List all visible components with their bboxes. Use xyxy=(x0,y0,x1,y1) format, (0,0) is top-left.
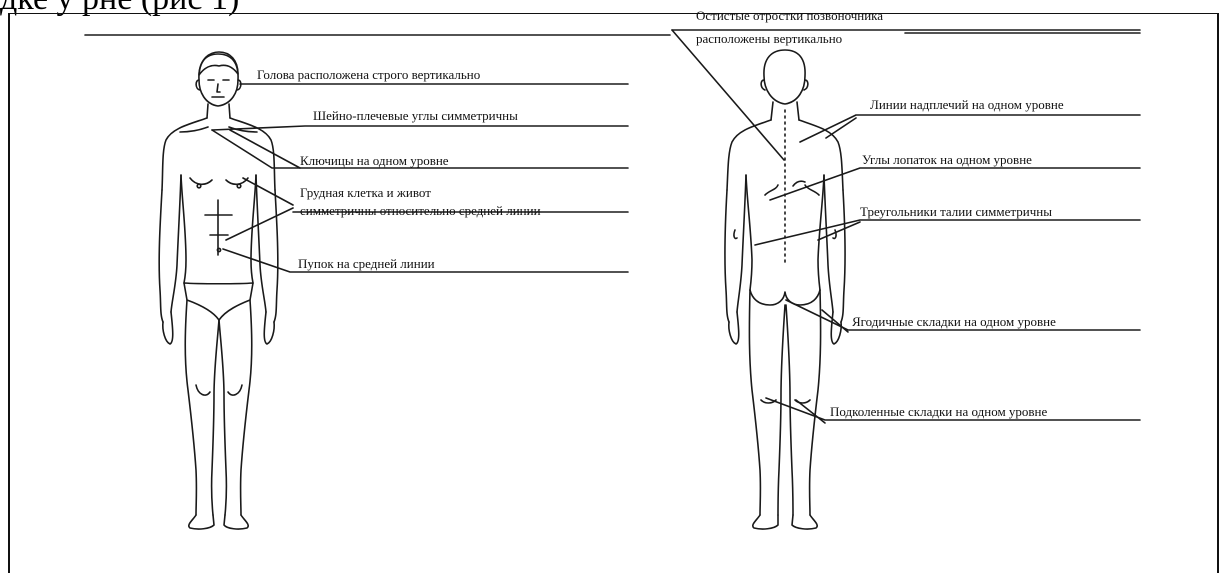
label-head-vertical: Голова расположена строго вертикально xyxy=(257,67,480,82)
label-chest-abdomen-symmetric: симметричны относительно средней линии xyxy=(300,203,541,218)
label-clavicles-level: Ключицы на одном уровне xyxy=(300,153,449,168)
label-gluteal-folds: Ягодичные складки на одном уровне xyxy=(852,314,1056,329)
label-waist-triangles: Треугольники талии симметричны xyxy=(860,204,1052,219)
label-neck-shoulder-angles: Шейно-плечевые углы симметричны xyxy=(313,108,518,123)
label-popliteal-folds: Подколенные складки на одном уровне xyxy=(830,404,1047,419)
back-body-figure xyxy=(725,50,845,529)
label-chest-abdomen: Грудная клетка и живот xyxy=(300,185,431,200)
front-body-figure xyxy=(159,52,278,529)
label-navel-midline: Пупок на средней линии xyxy=(298,256,435,271)
back-pointer-lines xyxy=(672,30,1140,423)
label-scapula-angles: Углы лопаток на одном уровне xyxy=(862,152,1032,167)
label-spinous-vertical: расположены вертикально xyxy=(696,31,842,46)
label-spinous-processes: Остистые отростки позвоночника xyxy=(696,8,883,23)
label-shoulder-lines: Линии надплечий на одном уровне xyxy=(870,97,1064,112)
